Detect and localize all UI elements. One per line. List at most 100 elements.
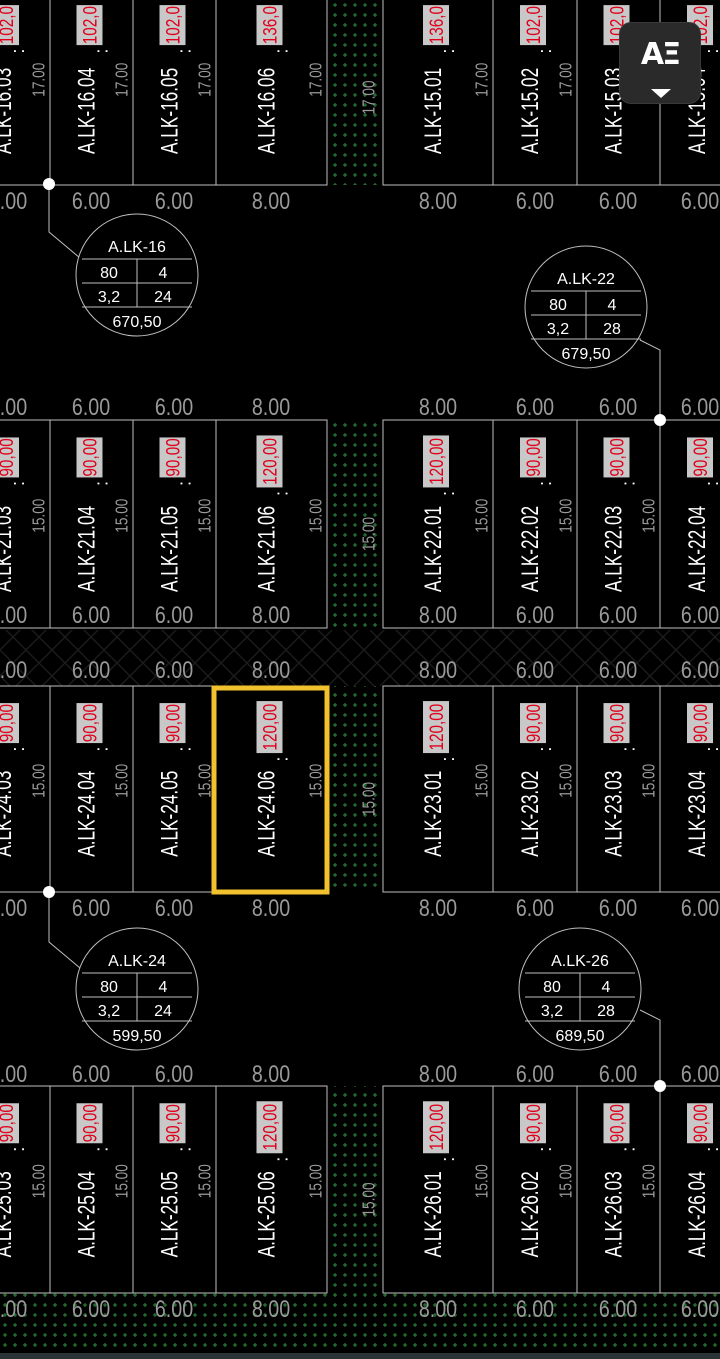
tag-value: 80 xyxy=(549,297,567,314)
depth-dim-group: 15.00 xyxy=(30,1164,49,1198)
colon: : xyxy=(8,49,28,54)
reader-mode-button[interactable]: AΞ xyxy=(619,22,701,104)
tag-value: 3,2 xyxy=(98,289,120,306)
lot-depth: 15.00 xyxy=(30,1164,49,1198)
green-strip xyxy=(327,420,383,628)
green-strip xyxy=(327,0,383,185)
colon: : xyxy=(92,49,112,54)
tag-total: 679,50 xyxy=(562,346,611,363)
colon: : xyxy=(272,491,292,496)
lot-id: A.LK-23.01 xyxy=(420,771,446,857)
frontage-dimension: 6.00 xyxy=(155,393,193,420)
colon: : xyxy=(619,747,639,752)
lot-outline xyxy=(215,1085,328,1294)
lot-area-group: 90,00 xyxy=(159,437,186,478)
lot-id: A.LK-16.06 xyxy=(254,68,280,154)
frontage-dimension: 6.00 xyxy=(72,656,110,683)
area-badge xyxy=(256,701,283,754)
tag-value: 3,2 xyxy=(541,1003,563,1020)
colon-group: : xyxy=(175,481,195,486)
colon-group: : xyxy=(272,1157,292,1162)
lot-id: A.LK-23.03 xyxy=(601,771,627,857)
colon-group: : xyxy=(8,747,28,752)
lot-label-group: A.LK-23.04 xyxy=(684,770,710,856)
leader-dot xyxy=(43,178,55,190)
frontage-dimension: 8.00 xyxy=(419,187,457,214)
depth-dim-group: 15.00 xyxy=(557,764,576,798)
tag-title: A.LK-24 xyxy=(108,953,166,970)
depth-dim-group: 15.00 xyxy=(30,764,49,798)
lot-id: A.LK-21.06 xyxy=(254,506,280,592)
lot-area: 120,00 xyxy=(425,438,447,485)
frontage-dimension: 6.00 xyxy=(516,1295,554,1322)
depth-dim-group: 15.00 xyxy=(473,498,492,532)
lot-label-group: A.LK-24.04 xyxy=(74,770,100,856)
area-badge xyxy=(520,703,546,744)
colon: : xyxy=(535,1147,555,1152)
lot-area: 90,00 xyxy=(0,438,17,476)
lot-depth: 17.00 xyxy=(113,62,132,96)
lot-id: A.LK-22.04 xyxy=(684,506,710,592)
colon: : xyxy=(175,49,195,54)
area-badge xyxy=(159,703,186,744)
colon-group: : xyxy=(702,49,720,54)
tag-value: 28 xyxy=(603,321,621,338)
depth-dim-group: 17.00 xyxy=(30,62,49,96)
colon: : xyxy=(92,747,112,752)
lot-outline xyxy=(659,419,720,629)
lot-area: 120,00 xyxy=(425,704,447,751)
selection-highlight[interactable] xyxy=(211,685,330,895)
depth-dim-group: 17.00 xyxy=(113,62,132,96)
tag-value: 4 xyxy=(608,297,617,314)
lot-id: A.LK-26.03 xyxy=(601,1171,627,1257)
colon-group: : xyxy=(535,747,555,752)
lot-label-group: A.LK-24.06 xyxy=(254,771,280,857)
lot-depth: 17.00 xyxy=(196,62,215,96)
lot-area-group: 90,00 xyxy=(687,703,713,744)
lot-depth: 17.00 xyxy=(557,62,576,96)
area-badge xyxy=(423,701,449,754)
colon-group: : xyxy=(619,747,639,752)
frontage-dimension: 8.00 xyxy=(252,656,290,683)
area-badge xyxy=(423,5,449,46)
strip-depth-group: 15.00 xyxy=(360,1182,379,1216)
frontage-dimension: 8.00 xyxy=(252,187,290,214)
